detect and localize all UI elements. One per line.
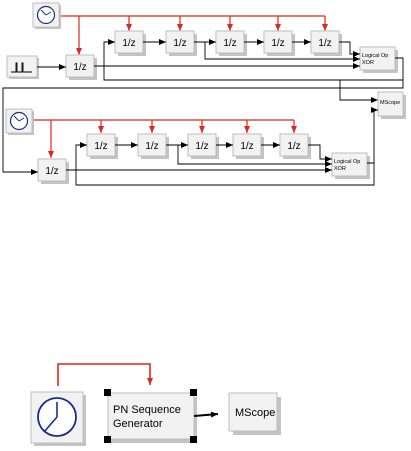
- pn-sequence-generator-block[interactable]: PN Sequence Generator: [104, 389, 197, 443]
- delay-label: 1/z: [240, 141, 253, 152]
- xor-label-line1: Logical Op: [362, 53, 388, 59]
- delay-block-top-5[interactable]: 1/z: [310, 30, 342, 56]
- delay-block-bottom-1[interactable]: 1/z: [86, 133, 118, 159]
- bottom-signal-links: [2, 80, 404, 186]
- delay-block-top-2[interactable]: 1/z: [165, 30, 197, 56]
- selection-handle[interactable]: [104, 436, 111, 443]
- top-event-links: [60, 15, 328, 55]
- selection-handle[interactable]: [190, 389, 197, 396]
- delay-label: 1/z: [145, 141, 158, 152]
- delay-label: 1/z: [73, 62, 86, 73]
- delay-label: 1/z: [122, 38, 135, 49]
- delay-block-bottom-2[interactable]: 1/z: [137, 133, 169, 159]
- pn-event-link: [57, 363, 153, 386]
- delay-block-bottom-input[interactable]: 1/z: [37, 158, 69, 184]
- clock-block-bottom[interactable]: [5, 108, 34, 135]
- delay-label: 1/z: [271, 38, 284, 49]
- pulse-generator-block[interactable]: [6, 55, 39, 79]
- delay-block-bottom-5[interactable]: 1/z: [279, 133, 311, 159]
- pn-superblock-diagram: PN Sequence Generator MScope: [30, 363, 281, 446]
- bottom-event-links: [34, 119, 297, 158]
- pulse-generator-icon: [11, 62, 32, 73]
- xor-label-line2: XOR: [362, 60, 374, 66]
- delay-label: 1/z: [287, 141, 300, 152]
- selection-handle[interactable]: [190, 436, 197, 443]
- delay-block-top-1[interactable]: 1/z: [114, 30, 146, 56]
- pn-label-line2: Generator: [113, 418, 163, 430]
- delay-block-bottom-3[interactable]: 1/z: [187, 133, 219, 159]
- delay-label: 1/z: [223, 38, 236, 49]
- top-signal-links: [37, 39, 404, 103]
- selection-handle[interactable]: [104, 389, 111, 396]
- clock-block-top[interactable]: [32, 2, 61, 29]
- delay-label: 1/z: [173, 38, 186, 49]
- xor-label-line1: Logical Op: [334, 159, 360, 165]
- xor-label-line2: XOR: [334, 166, 346, 172]
- mscope-label: MScope: [235, 407, 275, 419]
- clock-block-large[interactable]: [30, 391, 86, 446]
- delay-label: 1/z: [318, 38, 331, 49]
- mscope-block-large[interactable]: MScope: [228, 392, 281, 435]
- delay-label: 1/z: [45, 166, 58, 177]
- delay-block-top-3[interactable]: 1/z: [215, 30, 247, 56]
- mscope-block-top[interactable]: MScope: [377, 91, 406, 119]
- logical-xor-block-bottom[interactable]: Logical Op XOR: [331, 152, 370, 179]
- delay-block-top-4[interactable]: 1/z: [263, 30, 295, 56]
- bottom-subsystem: 1/z 1/z 1/z 1/z 1/z 1/z: [2, 80, 404, 186]
- pn-label-line1: PN Sequence: [113, 404, 181, 416]
- pn-output-link: [193, 411, 219, 418]
- top-subsystem: 1/z 1/z 1/z 1/z 1/z 1/z: [6, 2, 404, 103]
- delay-label: 1/z: [94, 141, 107, 152]
- delay-block-top-input[interactable]: 1/z: [65, 54, 97, 80]
- delay-block-bottom-4[interactable]: 1/z: [232, 133, 264, 159]
- delay-label: 1/z: [195, 141, 208, 152]
- mscope-label: MScope: [380, 100, 400, 106]
- logical-xor-block-top[interactable]: Logical Op XOR: [359, 46, 398, 73]
